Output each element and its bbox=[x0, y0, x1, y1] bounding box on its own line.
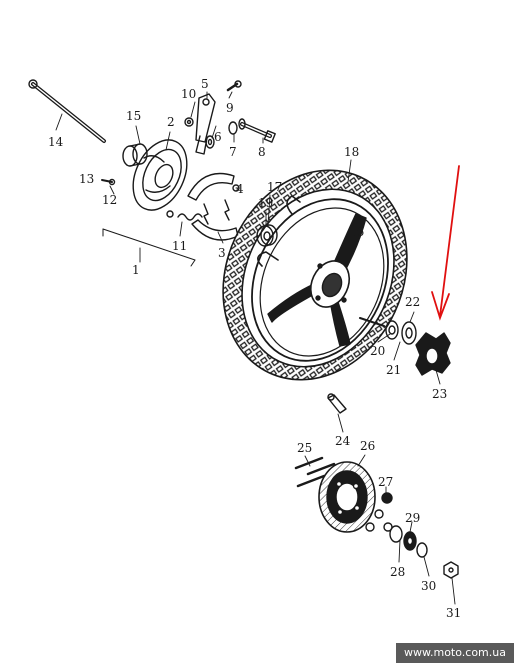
part-label-10: 10 bbox=[181, 87, 196, 101]
sprocket bbox=[318, 461, 376, 533]
part-label-23: 23 bbox=[432, 387, 447, 401]
part-label-28: 28 bbox=[390, 565, 405, 579]
leader-lines bbox=[55, 91, 456, 605]
part-label-30: 30 bbox=[421, 579, 436, 593]
part-label-31: 31 bbox=[446, 606, 461, 620]
part-label-7: 7 bbox=[229, 145, 237, 159]
rim-spacer bbox=[256, 224, 278, 247]
red-annotation-arrow bbox=[431, 165, 460, 321]
part-label-15: 15 bbox=[126, 109, 141, 123]
part-label-8: 8 bbox=[258, 145, 266, 159]
part-label-9: 9 bbox=[226, 101, 234, 115]
part-label-24: 24 bbox=[335, 434, 351, 448]
part-label-13: 13 bbox=[79, 172, 94, 186]
part-labels: 1 2 3 4 5 6 7 8 9 10 11 12 13 14 15 16 1… bbox=[48, 77, 461, 620]
part-label-25: 25 bbox=[297, 441, 312, 455]
part-label-16: 16 bbox=[349, 225, 364, 239]
part-label-17: 17 bbox=[267, 180, 282, 194]
part-label-6: 6 bbox=[214, 130, 222, 144]
part-label-14: 14 bbox=[48, 135, 64, 149]
part-label-3: 3 bbox=[218, 246, 226, 260]
washer-6 bbox=[205, 135, 215, 149]
brake-cam bbox=[238, 118, 276, 143]
part-label-29: 29 bbox=[405, 511, 420, 525]
part-label-27: 27 bbox=[378, 475, 393, 489]
part-label-12: 12 bbox=[102, 193, 117, 207]
part-label-19: 19 bbox=[258, 196, 273, 210]
sprocket-bushing bbox=[389, 525, 428, 558]
nut-10 bbox=[184, 117, 194, 127]
watermark: www.moto.com.ua bbox=[396, 643, 514, 663]
brake-shoes bbox=[187, 172, 240, 241]
part-label-18: 18 bbox=[344, 145, 359, 159]
axle bbox=[28, 79, 106, 143]
part-label-11: 11 bbox=[172, 239, 187, 253]
brake-arm bbox=[195, 93, 216, 155]
part-label-5: 5 bbox=[201, 77, 209, 91]
part-label-22: 22 bbox=[405, 295, 420, 309]
seal-7 bbox=[228, 121, 238, 135]
hub-bearing bbox=[359, 317, 417, 345]
rim bbox=[251, 198, 389, 362]
bolt-9 bbox=[226, 80, 242, 92]
part-label-2: 2 bbox=[167, 115, 175, 129]
part-label-21: 21 bbox=[386, 363, 401, 377]
axle-nut bbox=[443, 561, 459, 579]
brake-assembly-bracket bbox=[102, 228, 196, 267]
sprocket-nuts bbox=[365, 492, 393, 532]
part-label-26: 26 bbox=[360, 439, 375, 453]
return-spring bbox=[177, 213, 203, 221]
part-label-4: 4 bbox=[236, 182, 244, 196]
part-label-1: 1 bbox=[132, 263, 140, 277]
rubber-damper bbox=[415, 332, 451, 376]
part-label-20: 20 bbox=[370, 344, 385, 358]
bolt-13 bbox=[101, 178, 116, 186]
brake-panel bbox=[132, 139, 188, 218]
valve bbox=[327, 393, 347, 414]
